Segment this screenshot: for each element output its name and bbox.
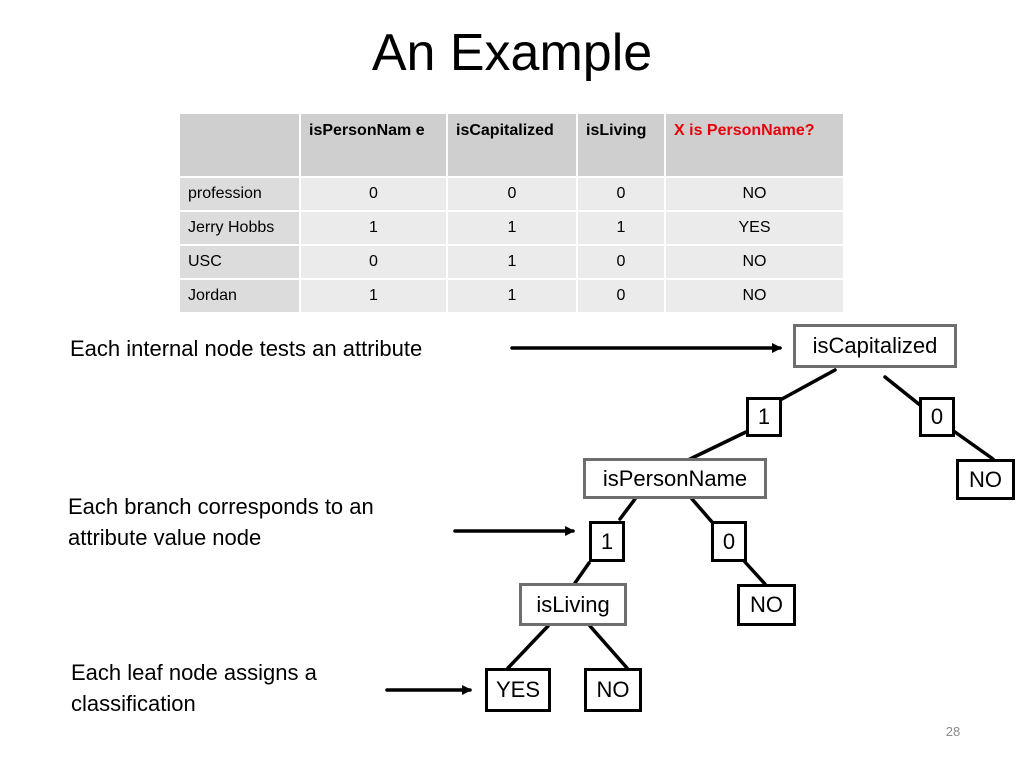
cell-target: YES xyxy=(664,210,845,246)
edge-branch-0-to-leaf-no xyxy=(743,560,767,586)
cell-target: NO xyxy=(664,176,845,212)
table-header-row: isPersonNam e isCapitalized isLiving X i… xyxy=(178,112,845,178)
page-number: 28 xyxy=(945,724,961,739)
row-label: USC xyxy=(178,244,301,280)
leaf-node-no: NO xyxy=(956,459,1015,500)
edge-root-to-branch-0 xyxy=(883,375,922,407)
cell-iscapitalized: 1 xyxy=(446,278,578,314)
header-ispersonname: isPersonNam e xyxy=(299,112,448,178)
tree-node-isliving: isLiving xyxy=(519,583,627,626)
cell-iscapitalized: 0 xyxy=(446,176,578,212)
table-row: Jordan 1 1 0 NO xyxy=(178,278,845,314)
leaf-node-yes: YES xyxy=(485,668,551,712)
row-label: profession xyxy=(178,176,301,212)
leaf-node-no: NO xyxy=(737,584,796,626)
cell-target: NO xyxy=(664,244,845,280)
slide-title: An Example xyxy=(371,24,653,82)
cell-isliving: 1 xyxy=(576,210,666,246)
header-isliving: isLiving xyxy=(576,112,666,178)
annotation-internal-node: Each internal node tests an attribute xyxy=(70,336,423,361)
row-label: Jordan xyxy=(178,278,301,314)
cell-iscapitalized: 1 xyxy=(446,244,578,280)
cell-ispersonname: 1 xyxy=(299,278,448,314)
edge-isliving-to-leaf-yes xyxy=(506,624,550,670)
header-iscapitalized: isCapitalized xyxy=(446,112,578,178)
cell-isliving: 0 xyxy=(576,176,666,212)
annotation-branch: Each branch corresponds to an attribute … xyxy=(68,494,374,550)
table-row: Jerry Hobbs 1 1 1 YES xyxy=(178,210,845,246)
branch-value-0: 0 xyxy=(711,521,747,562)
tree-node-ispersonname: isPersonName xyxy=(583,458,767,499)
cell-ispersonname: 0 xyxy=(299,244,448,280)
table-row: profession 0 0 0 NO xyxy=(178,176,845,212)
cell-ispersonname: 0 xyxy=(299,176,448,212)
attribute-table: isPersonNam e isCapitalized isLiving X i… xyxy=(178,112,845,314)
edge-branch-1-to-isliving xyxy=(573,561,591,585)
edge-branch-0-to-leaf-no xyxy=(953,430,995,461)
row-label: Jerry Hobbs xyxy=(178,210,301,246)
edge-ispersonname-to-branch-1 xyxy=(618,497,637,521)
branch-value-1: 1 xyxy=(746,397,782,437)
annotation-leaf: Each leaf node assigns a classification xyxy=(71,660,317,716)
branch-value-0: 0 xyxy=(919,397,955,437)
cell-ispersonname: 1 xyxy=(299,210,448,246)
cell-isliving: 0 xyxy=(576,244,666,280)
cell-iscapitalized: 1 xyxy=(446,210,578,246)
edge-isliving-to-leaf-no xyxy=(588,624,629,670)
cell-isliving: 0 xyxy=(576,278,666,314)
table-row: USC 0 1 0 NO xyxy=(178,244,845,280)
tree-node-iscapitalized: isCapitalized xyxy=(793,324,957,368)
header-cell-blank xyxy=(178,112,301,178)
branch-value-1: 1 xyxy=(589,521,625,562)
leaf-node-no: NO xyxy=(584,668,642,712)
edge-ispersonname-to-branch-0 xyxy=(690,497,714,524)
cell-target: NO xyxy=(664,278,845,314)
edge-branch-1-to-ispersonname xyxy=(688,430,748,461)
edge-root-to-branch-1 xyxy=(780,368,837,401)
header-target-label: X is PersonName? xyxy=(664,112,845,178)
